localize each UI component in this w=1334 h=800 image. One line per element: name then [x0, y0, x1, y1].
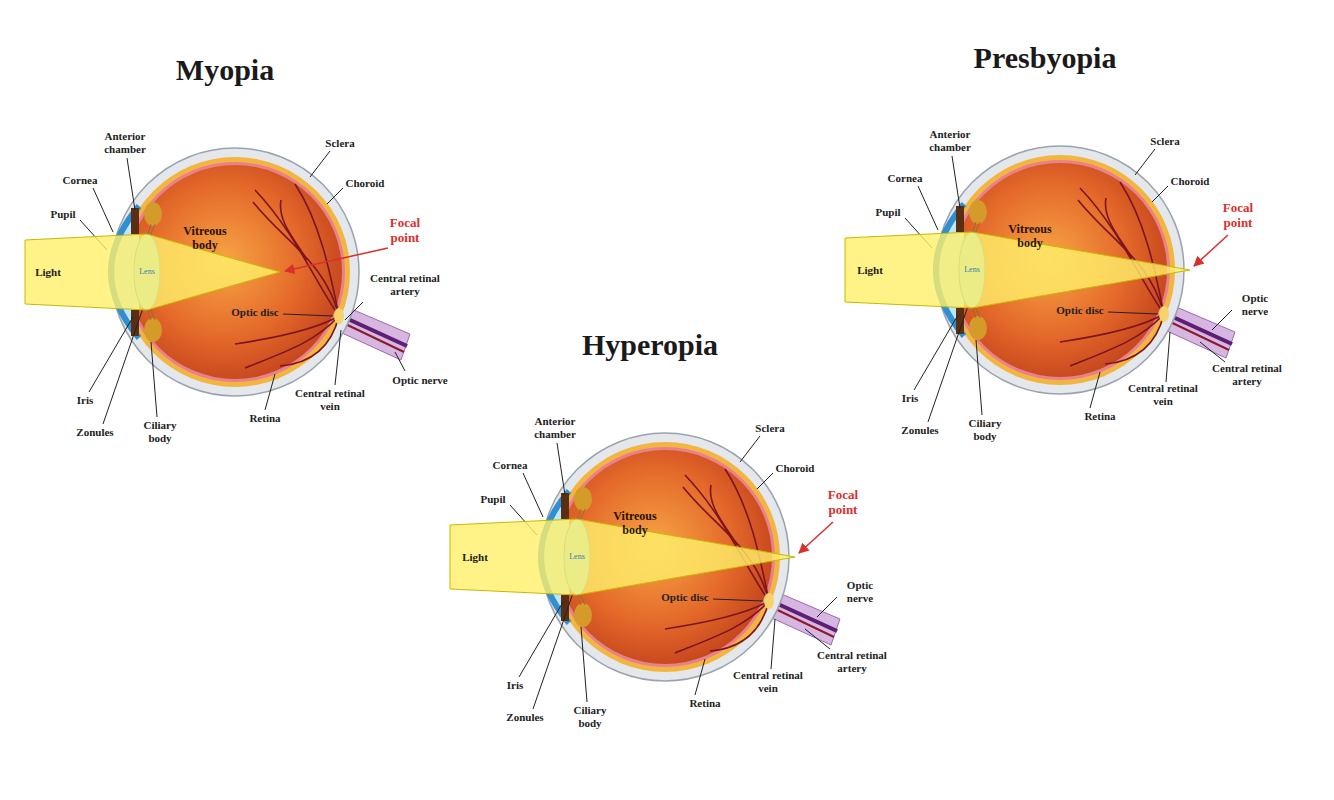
part-label: Iris	[507, 679, 524, 692]
focal-arrows	[285, 235, 1228, 553]
part-label: Light	[462, 551, 488, 564]
part-label: Zonules	[901, 424, 938, 437]
part-label: Choroid	[346, 177, 385, 190]
light-beam	[25, 234, 280, 310]
part-label: Central retinal vein	[1128, 382, 1198, 408]
focal-point-label: Focal point	[1213, 200, 1263, 230]
figure-heading: Myopia	[176, 53, 274, 87]
part-label: Vitreous body	[604, 509, 666, 537]
part-label: Vitreous body	[999, 222, 1061, 250]
part-label: Retina	[689, 697, 720, 710]
part-label: Sclera	[755, 422, 784, 435]
part-label: Cornea	[63, 174, 98, 187]
part-label: Lens	[139, 267, 155, 276]
focal-point-label: Focal point	[818, 487, 868, 517]
part-label: Sclera	[1150, 135, 1179, 148]
part-label: Optic disc	[1056, 304, 1103, 317]
part-label: Lens	[569, 552, 585, 561]
part-label: Central retinal vein	[295, 387, 365, 413]
part-label: Pupil	[875, 206, 900, 219]
part-label: Retina	[249, 412, 280, 425]
part-label: Cornea	[888, 172, 923, 185]
leader-lines	[335, 302, 1232, 669]
part-label: Central retinal artery	[810, 649, 894, 675]
part-label: Light	[857, 264, 883, 277]
part-label: Light	[35, 266, 61, 279]
part-label: Zonules	[506, 711, 543, 724]
part-label: Lens	[964, 265, 980, 274]
part-label: Zonules	[76, 426, 113, 439]
part-label: Optic nerve	[838, 579, 882, 605]
part-label: Iris	[77, 394, 94, 407]
part-label: Anterior chamber	[523, 415, 587, 441]
part-label: Ciliary body	[963, 417, 1007, 443]
focal-point-label: Focal point	[380, 215, 430, 245]
part-label: Anterior chamber	[918, 128, 982, 154]
part-label: Optic disc	[231, 306, 278, 319]
part-label: Vitreous body	[174, 224, 236, 252]
part-label: Sclera	[325, 137, 354, 150]
part-label: Choroid	[1171, 175, 1210, 188]
part-label: Ciliary body	[138, 419, 182, 445]
part-label: Optic disc	[661, 591, 708, 604]
figure-heading: Hyperopia	[582, 328, 718, 362]
part-label: Retina	[1084, 410, 1115, 423]
part-label: Pupil	[50, 208, 75, 221]
part-label: Optic nerve	[392, 374, 447, 387]
part-label: Ciliary body	[568, 704, 612, 730]
part-label: Iris	[902, 392, 919, 405]
part-label: Central retinal vein	[733, 669, 803, 695]
part-label: Anterior chamber	[93, 130, 157, 156]
part-label: Central retinal artery	[1205, 362, 1289, 388]
figure-heading: Presbyopia	[974, 41, 1117, 75]
part-label: Pupil	[480, 493, 505, 506]
part-label: Cornea	[493, 459, 528, 472]
part-label: Choroid	[776, 462, 815, 475]
part-label: Central retinal artery	[363, 272, 447, 298]
part-label: Optic nerve	[1233, 292, 1277, 318]
